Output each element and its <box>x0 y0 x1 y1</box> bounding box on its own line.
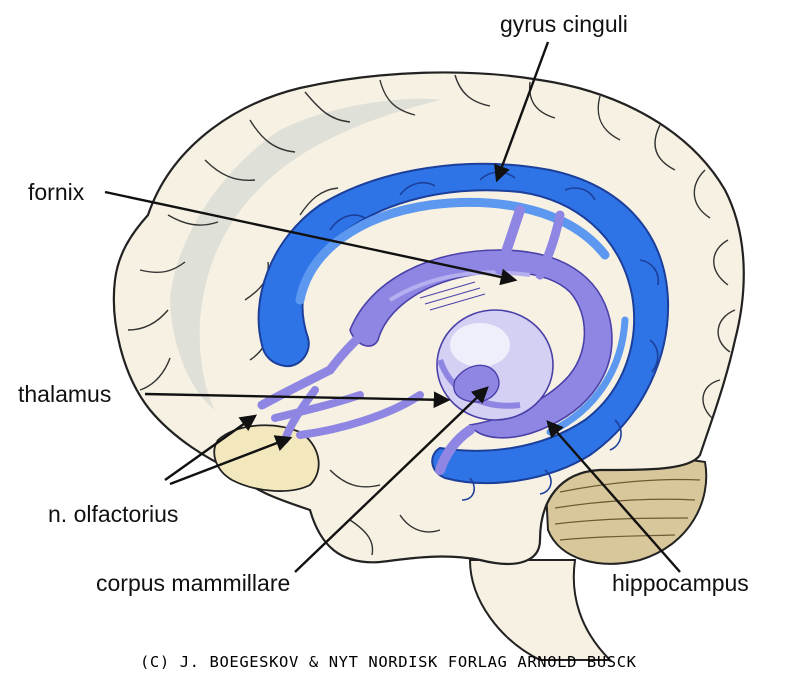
label-hippocampus: hippocampus <box>612 570 749 596</box>
copyright-credit: (C) J. BOEGESKOV & NYT NORDISK FORLAG AR… <box>140 653 637 671</box>
label-corpus-mammillare: corpus mammillare <box>96 570 290 596</box>
brain-stem <box>470 560 610 660</box>
label-n-olfactorius: n. olfactorius <box>48 501 178 527</box>
label-gyrus-cinguli: gyrus cinguli <box>500 11 628 37</box>
label-thalamus: thalamus <box>18 381 111 407</box>
thalamus <box>437 310 553 420</box>
label-fornix: fornix <box>28 179 85 205</box>
